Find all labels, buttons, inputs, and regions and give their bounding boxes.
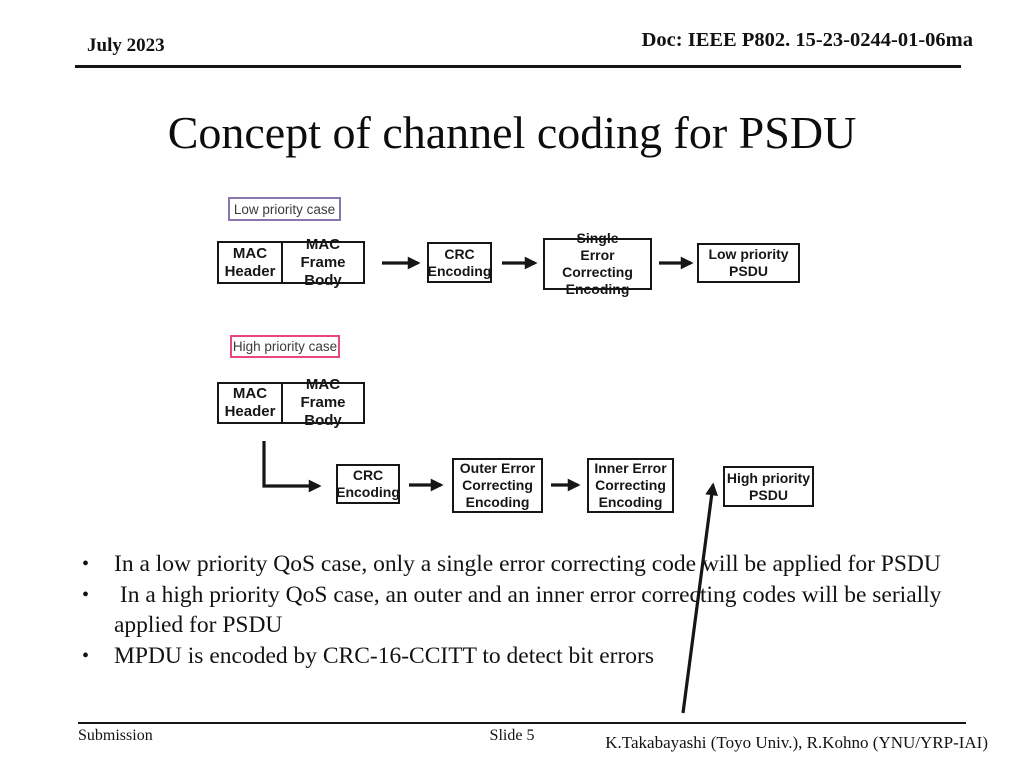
header-doc-number: Doc: IEEE P802. 15-23-0244-01-06ma [641, 29, 973, 51]
bullet-list: • In a low priority QoS case, only a sin… [80, 549, 958, 671]
mac-frame-box-low: MAC Header MAC Frame Body [217, 235, 365, 289]
box-low-priority-psdu: Low priority PSDU [697, 243, 800, 283]
header-date: July 2023 [87, 35, 165, 56]
bullet-item: • MPDU is encoded by CRC-16-CCITT to det… [80, 641, 958, 672]
bullet-marker: • [82, 644, 90, 667]
mac-frame-box-high: MAC Header MAC Frame Body [217, 376, 365, 429]
box-crc-encoding-low: CRC Encoding [427, 242, 492, 283]
bullet-text: MPDU is encoded by CRC-16-CCITT to detec… [114, 642, 654, 669]
bullet-item: • In a high priority QoS case, an outer … [80, 580, 958, 641]
box-mac-header-low: MAC Header [219, 243, 283, 282]
low-priority-case-label: Low priority case [228, 197, 341, 221]
bullet-marker: • [82, 553, 90, 575]
high-priority-case-label: High priority case [230, 335, 340, 358]
header-rule [75, 65, 961, 68]
footer-authors: K.Takabayashi (Toyo Univ.), R.Kohno (YNU… [605, 733, 988, 752]
bullet-marker: • [82, 583, 90, 606]
box-mac-header-high: MAC Header [219, 384, 283, 422]
bullet-item: • In a low priority QoS case, only a sin… [80, 549, 958, 580]
box-outer-error-correcting: Outer Error Correcting Encoding [452, 458, 543, 513]
box-mac-frame-body-high: MAC Frame Body [300, 376, 346, 429]
box-mac-frame-body-low: MAC Frame Body [300, 235, 346, 289]
box-high-priority-psdu: High priority PSDU [723, 466, 814, 507]
box-crc-encoding-high: CRC Encoding [336, 464, 400, 504]
footer-rule [78, 722, 966, 724]
box-inner-error-correcting: Inner Error Correcting Encoding [587, 458, 674, 513]
footer-submission: Submission [78, 727, 153, 744]
bullet-text: In a low priority QoS case, only a singl… [114, 551, 941, 577]
bullet-text: In a high priority QoS case, an outer an… [114, 581, 948, 639]
arrow-high-mac-elbow-to-crc [262, 441, 322, 493]
footer-slide-number: Slide 5 [489, 727, 535, 744]
page-title: Concept of channel coding for PSDU [167, 107, 857, 158]
box-single-error-correcting: Single Error Correcting Encoding [543, 230, 652, 297]
